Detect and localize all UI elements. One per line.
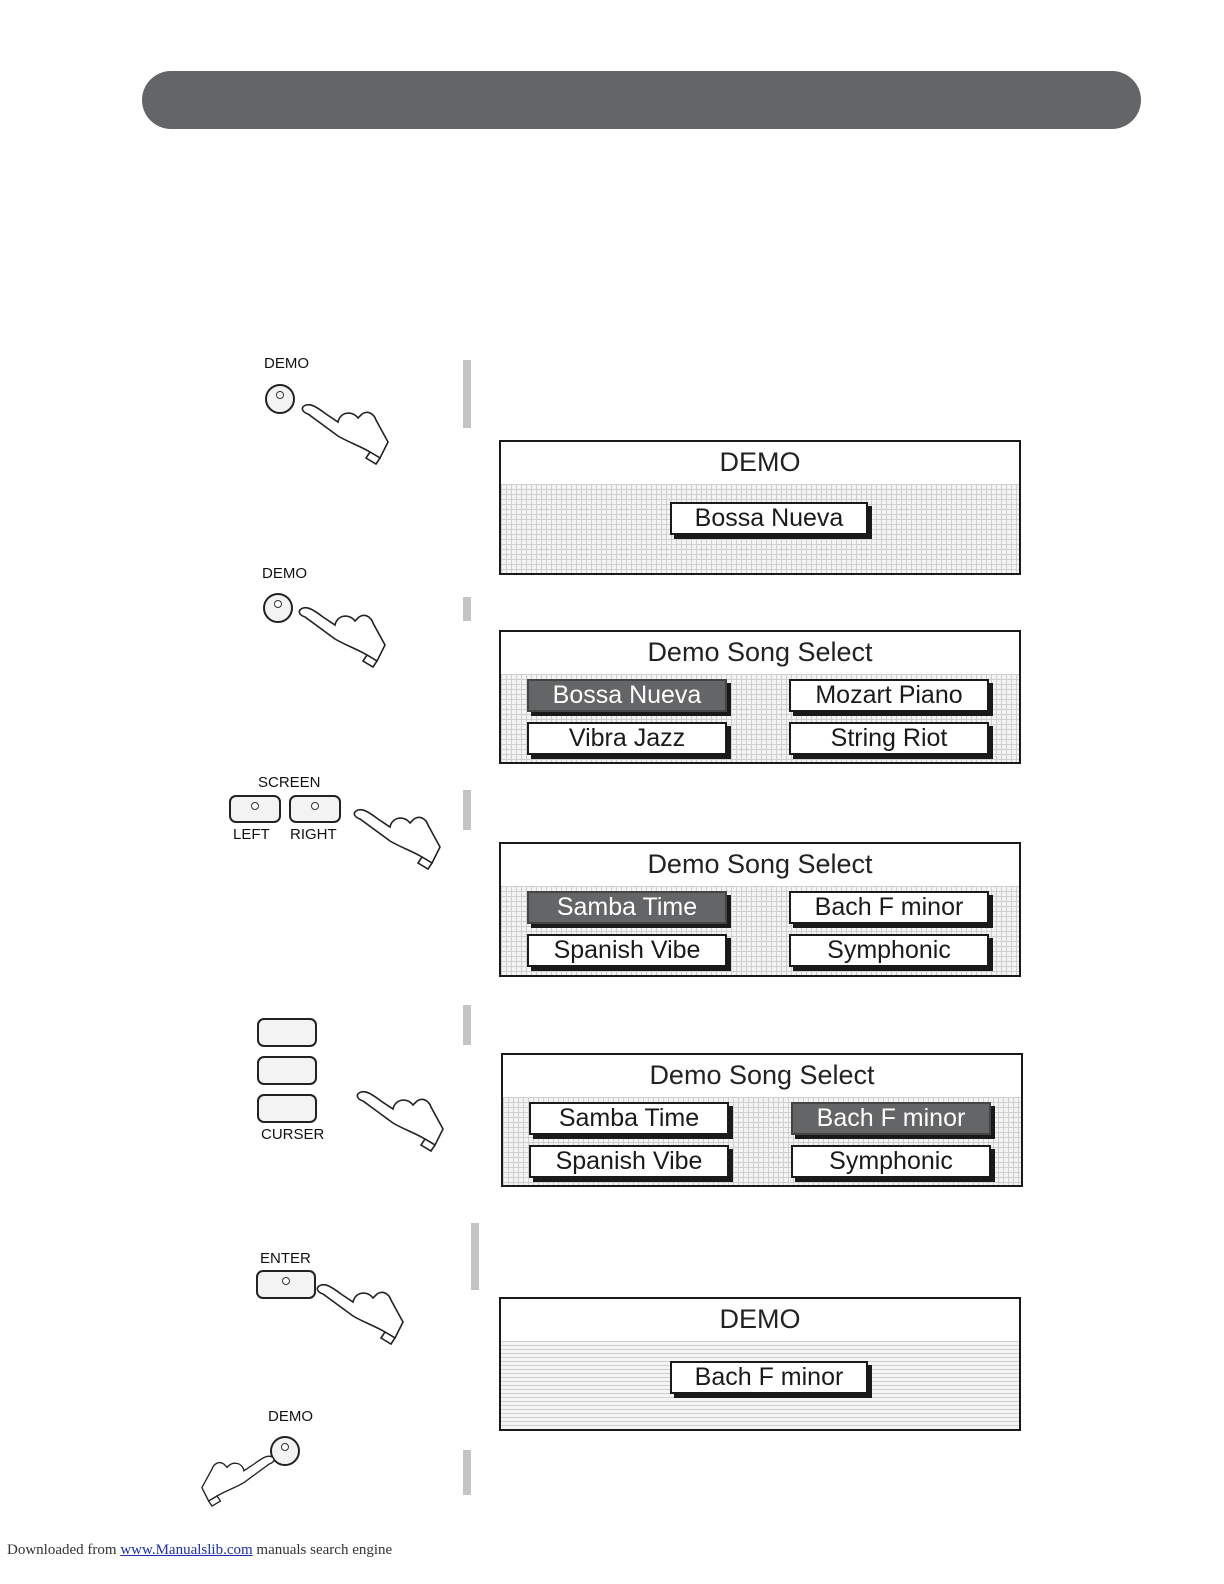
lcd-title: Demo Song Select xyxy=(501,844,1019,888)
led-icon xyxy=(282,1277,290,1285)
lcd-screen-demo-1: DEMO Bossa Nueva xyxy=(499,440,1021,575)
curser-button-2[interactable] xyxy=(257,1056,317,1085)
led-icon xyxy=(274,600,282,608)
song-option-spanish-vibe[interactable]: Spanish Vibe xyxy=(529,1145,729,1178)
song-option-mozart-piano[interactable]: Mozart Piano xyxy=(789,679,989,712)
pointing-hand-icon xyxy=(316,1283,404,1346)
song-option-bach-f-minor[interactable]: Bach F minor xyxy=(789,891,989,924)
left-label: LEFT xyxy=(233,826,270,843)
lcd-title: DEMO xyxy=(501,1299,1019,1343)
demo-button[interactable] xyxy=(263,593,293,623)
curser-label: CURSER xyxy=(261,1126,325,1143)
lcd-screen-song-select-2: Demo Song Select Samba Time Bach F minor… xyxy=(499,842,1021,977)
step-bar-3 xyxy=(463,790,471,830)
lcd-title: Demo Song Select xyxy=(501,632,1019,676)
song-option-spanish-vibe[interactable]: Spanish Vibe xyxy=(527,934,727,967)
footer: Downloaded from www.Manualslib.com manua… xyxy=(7,1542,392,1559)
song-name-box: Bossa Nueva xyxy=(670,502,868,535)
curser-button-1[interactable] xyxy=(257,1018,317,1047)
song-option-bossa-nueva[interactable]: Bossa Nueva xyxy=(527,679,727,712)
enter-label: ENTER xyxy=(260,1250,311,1267)
led-icon xyxy=(281,1443,289,1451)
lcd-title: Demo Song Select xyxy=(503,1055,1021,1099)
pointing-hand-icon xyxy=(298,606,386,669)
lcd-body: Bossa Nueva Mozart Piano Vibra Jazz Stri… xyxy=(501,674,1019,762)
step-bar-2 xyxy=(463,597,471,621)
lcd-body: Samba Time Bach F minor Spanish Vibe Sym… xyxy=(501,886,1019,975)
pointing-hand-icon xyxy=(201,1455,275,1508)
lcd-body: Samba Time Bach F minor Spanish Vibe Sym… xyxy=(503,1097,1021,1185)
demo-label: DEMO xyxy=(262,565,307,582)
led-icon xyxy=(311,802,319,810)
song-option-samba-time[interactable]: Samba Time xyxy=(527,891,727,924)
song-option-symphonic[interactable]: Symphonic xyxy=(791,1145,991,1178)
curser-button-3[interactable] xyxy=(257,1094,317,1123)
lcd-screen-demo-2: DEMO Bach F minor xyxy=(499,1297,1021,1431)
demo-button[interactable] xyxy=(265,384,295,414)
manualslib-link[interactable]: www.Manualslib.com xyxy=(120,1542,253,1558)
demo-label: DEMO xyxy=(264,355,309,372)
demo-label: DEMO xyxy=(268,1408,313,1425)
lcd-screen-song-select-1: Demo Song Select Bossa Nueva Mozart Pian… xyxy=(499,630,1021,764)
song-option-symphonic[interactable]: Symphonic xyxy=(789,934,989,967)
step-bar-6 xyxy=(463,1450,471,1495)
step-bar-5 xyxy=(471,1223,479,1290)
header-band xyxy=(142,71,1141,129)
lcd-title: DEMO xyxy=(501,442,1019,486)
song-option-samba-time[interactable]: Samba Time xyxy=(529,1102,729,1135)
pointing-hand-icon xyxy=(353,808,441,871)
led-icon xyxy=(251,802,259,810)
footer-suffix: manuals search engine xyxy=(252,1542,393,1558)
screen-label: SCREEN xyxy=(258,774,321,791)
lcd-screen-song-select-3: Demo Song Select Samba Time Bach F minor… xyxy=(501,1053,1023,1187)
right-label: RIGHT xyxy=(290,826,337,843)
pointing-hand-icon xyxy=(356,1090,444,1153)
song-option-bach-f-minor[interactable]: Bach F minor xyxy=(791,1102,991,1135)
demo-button[interactable] xyxy=(270,1436,300,1466)
step-bar-4 xyxy=(463,1005,471,1045)
lcd-body: Bossa Nueva xyxy=(501,484,1019,573)
footer-prefix: Downloaded from xyxy=(7,1542,121,1558)
song-option-vibra-jazz[interactable]: Vibra Jazz xyxy=(527,722,727,755)
enter-button[interactable] xyxy=(256,1270,316,1299)
step-bar-1 xyxy=(463,360,471,428)
screen-right-button[interactable] xyxy=(289,795,341,823)
pointing-hand-icon xyxy=(301,403,389,466)
song-name-box: Bach F minor xyxy=(670,1361,868,1394)
lcd-body: Bach F minor xyxy=(501,1341,1019,1429)
led-icon xyxy=(276,391,284,399)
screen-left-button[interactable] xyxy=(229,795,281,823)
song-option-string-riot[interactable]: String Riot xyxy=(789,722,989,755)
